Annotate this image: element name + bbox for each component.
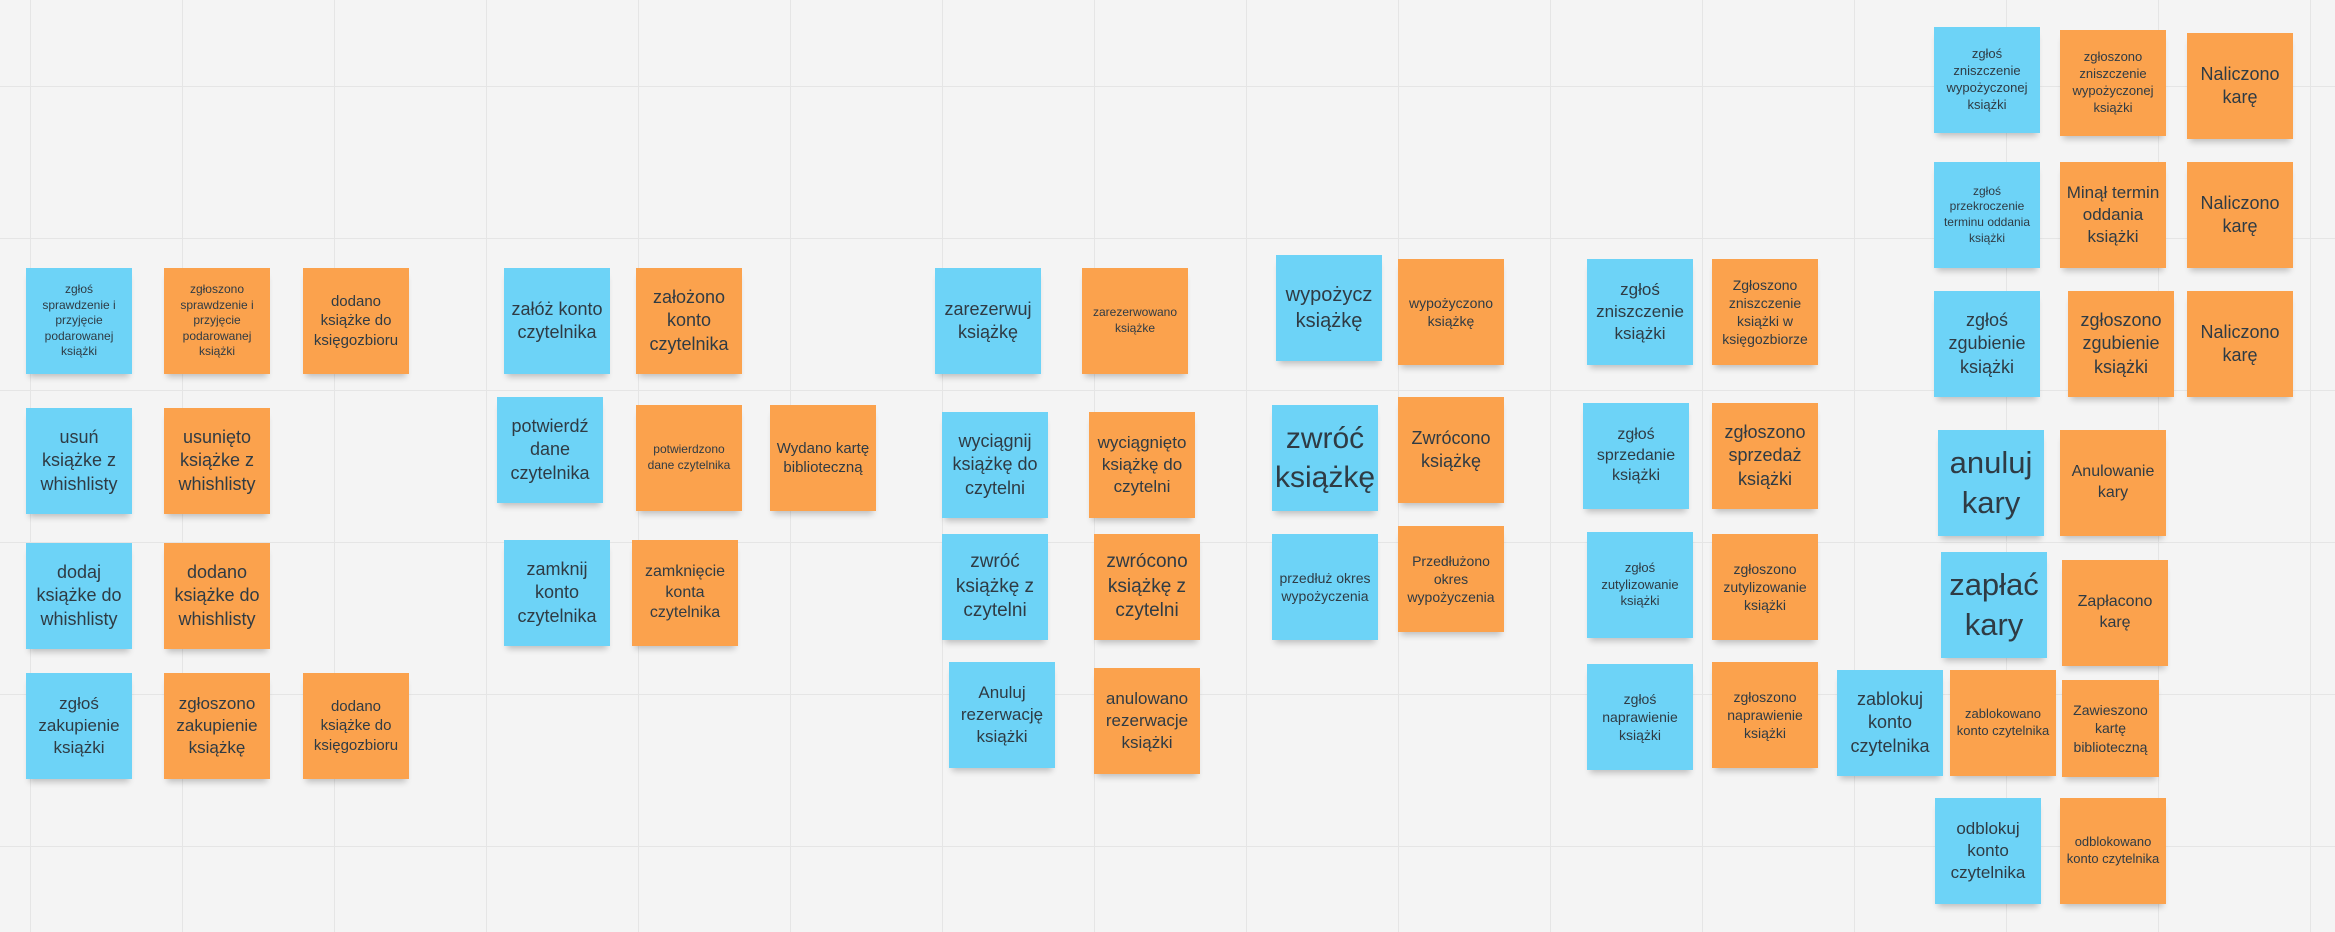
sticky-note-event[interactable]: zwrócono książkę z czytelni [1094, 534, 1200, 640]
sticky-note-event[interactable]: dodano książke do księgozbioru [303, 673, 409, 779]
sticky-note-event[interactable]: potwierdzono dane czytelnika [636, 405, 742, 511]
sticky-note-command[interactable]: odblokuj konto czytelnika [1935, 798, 2041, 904]
sticky-note-event[interactable]: Zapłacono karę [2062, 560, 2168, 666]
sticky-note-event[interactable]: Przedłużono okres wypożyczenia [1398, 526, 1504, 632]
sticky-note-event[interactable]: Minął termin oddania książki [2060, 162, 2166, 268]
sticky-note-event[interactable]: zgłoszono naprawienie książki [1712, 662, 1818, 768]
sticky-note-event[interactable]: odblokowano konto czytelnika [2060, 798, 2166, 904]
sticky-note-event[interactable]: dodano książke do whishlisty [164, 543, 270, 649]
sticky-note-event[interactable]: Naliczono karę [2187, 291, 2293, 397]
sticky-note-command[interactable]: zgłoś zgubienie książki [1934, 291, 2040, 397]
sticky-note-event[interactable]: Naliczono karę [2187, 33, 2293, 139]
sticky-note-event[interactable]: Zgłoszono zniszczenie książki w księgozb… [1712, 259, 1818, 365]
sticky-note-command[interactable]: wyciągnij książkę do czytelni [942, 412, 1048, 518]
sticky-note-event[interactable]: zgłoszono zgubienie książki [2068, 291, 2174, 397]
sticky-note-command[interactable]: zwróć książkę z czytelni [942, 534, 1048, 640]
sticky-note-event[interactable]: wyciągnięto książkę do czytelni [1089, 412, 1195, 518]
sticky-note-command[interactable]: zgłoś zniszczenie książki [1587, 259, 1693, 365]
sticky-note-event[interactable]: Zwrócono książkę [1398, 397, 1504, 503]
sticky-note-command[interactable]: zgłoś sprawdzenie i przyjęcie podarowane… [26, 268, 132, 374]
sticky-note-event[interactable]: zgłoszono zakupienie książkę [164, 673, 270, 779]
sticky-note-command[interactable]: zgłoś sprzedanie książki [1583, 403, 1689, 509]
sticky-note-event[interactable]: zablokowano konto czytelnika [1950, 670, 2056, 776]
sticky-note-command[interactable]: Anuluj rezerwację książki [949, 662, 1055, 768]
sticky-note-command[interactable]: zamknij konto czytelnika [504, 540, 610, 646]
sticky-note-command[interactable]: zwróć książkę [1272, 405, 1378, 511]
sticky-note-event[interactable]: założono konto czytelnika [636, 268, 742, 374]
sticky-note-command[interactable]: dodaj książke do whishlisty [26, 543, 132, 649]
sticky-note-command[interactable]: załóż konto czytelnika [504, 268, 610, 374]
sticky-note-event[interactable]: Naliczono karę [2187, 162, 2293, 268]
sticky-note-command[interactable]: zablokuj konto czytelnika [1837, 670, 1943, 776]
sticky-note-event[interactable]: dodano książke do księgozbioru [303, 268, 409, 374]
sticky-note-command[interactable]: potwierdź dane czytelnika [497, 397, 603, 503]
sticky-note-command[interactable]: zgłoś zniszczenie wypożyczonej książki [1934, 27, 2040, 133]
sticky-note-command[interactable]: zarezerwuj książkę [935, 268, 1041, 374]
sticky-note-event[interactable]: Anulowanie kary [2060, 430, 2166, 536]
sticky-note-command[interactable]: usuń książke z whishlisty [26, 408, 132, 514]
sticky-note-event[interactable]: zgłoszono sprzedaż książki [1712, 403, 1818, 509]
sticky-note-command[interactable]: zgłoś zakupienie książki [26, 673, 132, 779]
sticky-note-command[interactable]: anuluj kary [1938, 430, 2044, 536]
sticky-note-command[interactable]: zgłoś naprawienie książki [1587, 664, 1693, 770]
sticky-note-event[interactable]: zgłoszono zutylizowanie książki [1712, 534, 1818, 640]
sticky-note-event[interactable]: usunięto książke z whishlisty [164, 408, 270, 514]
sticky-note-command[interactable]: zgłoś przekroczenie terminu oddania ksią… [1934, 162, 2040, 268]
sticky-note-command[interactable]: zgłoś zutylizowanie książki [1587, 532, 1693, 638]
sticky-note-command[interactable]: zapłać kary [1941, 552, 2047, 658]
sticky-note-command[interactable]: wypożycz książkę [1276, 255, 1382, 361]
sticky-note-event[interactable]: zgłoszono sprawdzenie i przyjęcie podaro… [164, 268, 270, 374]
sticky-note-event[interactable]: zamknięcie konta czytelnika [632, 540, 738, 646]
sticky-note-event[interactable]: Wydano kartę biblioteczną [770, 405, 876, 511]
sticky-note-command[interactable]: przedłuż okres wypożyczenia [1272, 534, 1378, 640]
sticky-note-event[interactable]: zgłoszono zniszczenie wypożyczonej książ… [2060, 30, 2166, 136]
sticky-note-event[interactable]: zarezerwowano książke [1082, 268, 1188, 374]
sticky-note-event[interactable]: anulowano rezerwacje książki [1094, 668, 1200, 774]
sticky-note-event[interactable]: Zawieszono kartę biblioteczną [2062, 680, 2159, 777]
sticky-note-event[interactable]: wypożyczono książkę [1398, 259, 1504, 365]
